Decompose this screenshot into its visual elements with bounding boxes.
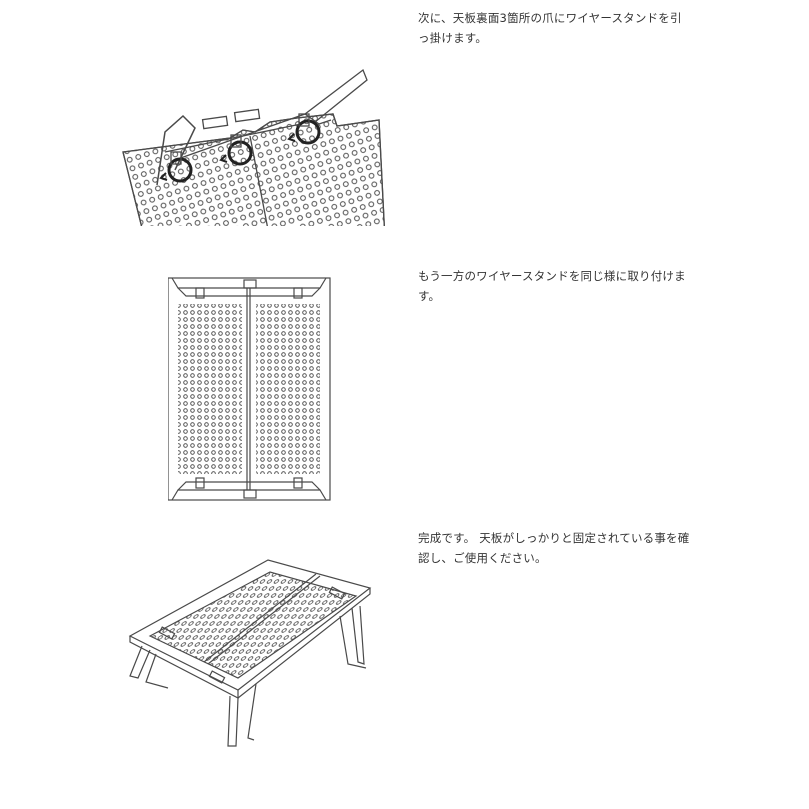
step-2-caption-line-1: もう一方のワイヤースタンドを同じ様に取り付けま xyxy=(418,269,686,283)
step-3: 完成です。 天板がしっかりと固定されている事を確 認し、ご使用ください。 xyxy=(0,520,809,809)
step-2: もう一方のワイヤースタンドを同じ様に取り付けま す。 xyxy=(0,260,809,520)
step-3-caption-line-2: 認し、ご使用ください。 xyxy=(418,551,547,565)
step-1-caption-line-2: っ掛けます。 xyxy=(418,31,488,45)
step-1-caption: 次に、天板裏面3箇所の爪にワイヤースタンドを引 っ掛けます。 xyxy=(418,8,708,48)
step-1-caption-line-1: 次に、天板裏面3箇所の爪にワイヤースタンドを引 xyxy=(418,11,682,25)
step-3-caption: 完成です。 天板がしっかりと固定されている事を確 認し、ご使用ください。 xyxy=(418,528,708,568)
step-1-illustration xyxy=(105,40,395,240)
step-2-caption: もう一方のワイヤースタンドを同じ様に取り付けま す。 xyxy=(418,266,708,306)
step-3-caption-line-1: 完成です。 天板がしっかりと固定されている事を確 xyxy=(418,531,690,545)
step-2-caption-line-2: す。 xyxy=(418,289,441,303)
step-1: 次に、天板裏面3箇所の爪にワイヤースタンドを引 っ掛けます。 xyxy=(0,0,809,260)
step-3-illustration xyxy=(120,550,390,750)
step-2-illustration xyxy=(168,274,338,502)
